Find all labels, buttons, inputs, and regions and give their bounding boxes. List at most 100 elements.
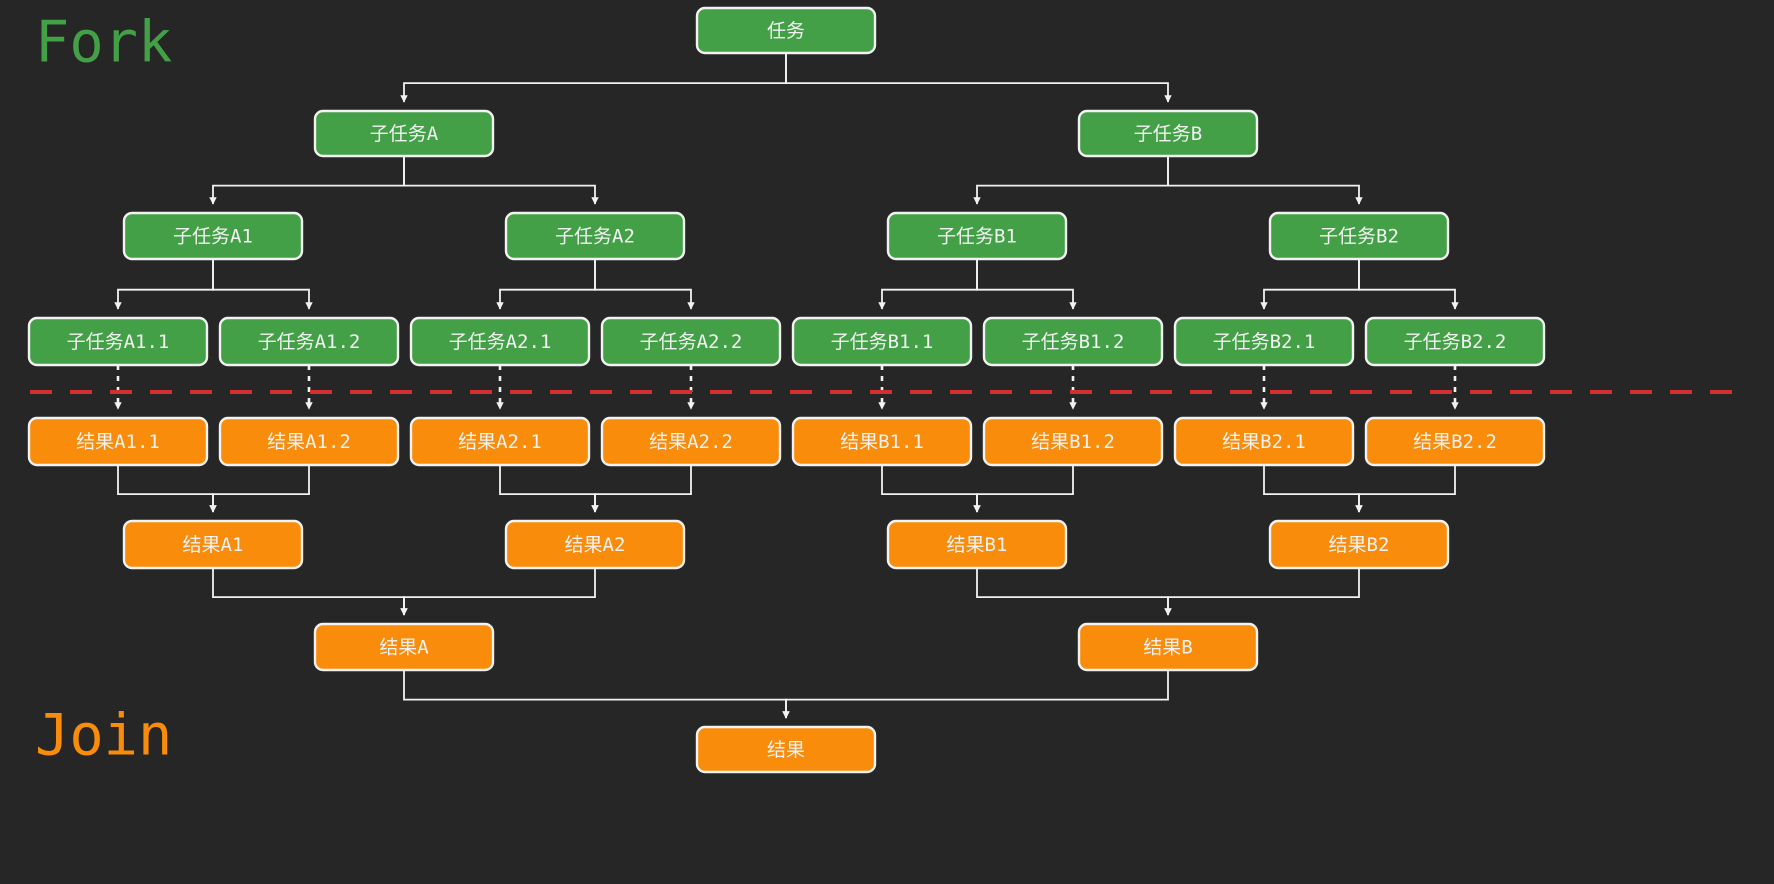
node-taskB2[interactable]: 子任务B2 bbox=[1268, 211, 1450, 261]
node-box bbox=[695, 6, 877, 55]
node-label: 结果B2 bbox=[1329, 534, 1390, 556]
node-box bbox=[1364, 316, 1546, 367]
node-resB22[interactable]: 结果B2.2 bbox=[1364, 416, 1546, 467]
node-box bbox=[1077, 109, 1259, 158]
node-label: 子任务A1.1 bbox=[67, 331, 170, 353]
node-box bbox=[27, 316, 209, 367]
edge-resA1-to-resA bbox=[212, 568, 408, 616]
node-resA11[interactable]: 结果A1.1 bbox=[27, 416, 209, 467]
node-box bbox=[218, 316, 400, 367]
edge-taskB2-to-taskB22 bbox=[1358, 259, 1459, 310]
node-box bbox=[982, 316, 1164, 367]
node-box bbox=[409, 416, 591, 467]
node-root[interactable]: 任务 bbox=[695, 6, 877, 55]
node-box bbox=[695, 725, 877, 774]
node-box bbox=[1268, 211, 1450, 261]
edge-resB-to-resRoot bbox=[782, 670, 1169, 719]
edge-root-to-taskA bbox=[400, 53, 787, 103]
node-box bbox=[600, 316, 782, 367]
node-resA22[interactable]: 结果A2.2 bbox=[600, 416, 782, 467]
node-label: 结果A2 bbox=[565, 534, 626, 556]
node-label: 结果A bbox=[379, 637, 429, 659]
node-box bbox=[27, 416, 209, 467]
node-taskA2[interactable]: 子任务A2 bbox=[504, 211, 686, 261]
edge-taskB-to-taskB2 bbox=[1167, 156, 1363, 205]
node-label: 结果A1 bbox=[183, 534, 244, 556]
node-label: 子任务B1.1 bbox=[831, 331, 934, 353]
node-taskA12[interactable]: 子任务A1.2 bbox=[218, 316, 400, 367]
node-label: 子任务B2.2 bbox=[1404, 331, 1507, 353]
node-taskB[interactable]: 子任务B bbox=[1077, 109, 1259, 158]
node-label: 子任务B1.2 bbox=[1022, 331, 1125, 353]
node-label: 子任务B1 bbox=[937, 226, 1017, 248]
node-taskA1[interactable]: 子任务A1 bbox=[122, 211, 304, 261]
edge-resB12-to-resB1 bbox=[973, 465, 1074, 513]
node-label: 结果B bbox=[1143, 637, 1192, 659]
node-taskB11[interactable]: 子任务B1.1 bbox=[791, 316, 973, 367]
node-label: 任务 bbox=[767, 20, 805, 42]
node-label: 子任务A1.2 bbox=[258, 331, 361, 353]
node-label: 子任务A1 bbox=[173, 226, 253, 248]
edge-layer bbox=[114, 53, 1459, 719]
edge-taskB1-to-taskB11 bbox=[878, 259, 978, 310]
node-resA1[interactable]: 结果A1 bbox=[122, 519, 304, 570]
node-box bbox=[504, 211, 686, 261]
node-label: 结果 bbox=[767, 739, 805, 761]
node-box bbox=[791, 416, 973, 467]
node-taskA[interactable]: 子任务A bbox=[313, 109, 495, 158]
node-resA12[interactable]: 结果A1.2 bbox=[218, 416, 400, 467]
edge-taskB-to-taskB1 bbox=[973, 156, 1169, 205]
node-taskA22[interactable]: 子任务A2.2 bbox=[600, 316, 782, 367]
edge-resA21-to-resA2 bbox=[499, 465, 599, 513]
node-resRoot[interactable]: 结果 bbox=[695, 725, 877, 774]
edge-taskB2-to-taskB21 bbox=[1260, 259, 1360, 310]
node-resB[interactable]: 结果B bbox=[1077, 622, 1259, 672]
edge-taskB1-to-taskB12 bbox=[976, 259, 1077, 310]
node-taskB1[interactable]: 子任务B1 bbox=[886, 211, 1068, 261]
node-label: 子任务A2.2 bbox=[640, 331, 743, 353]
node-box bbox=[1077, 622, 1259, 672]
node-box bbox=[1173, 416, 1355, 467]
node-label: 子任务B bbox=[1134, 123, 1202, 145]
node-box bbox=[1173, 316, 1355, 367]
node-label: 结果B2.1 bbox=[1222, 431, 1306, 453]
edge-resB2-to-resB bbox=[1164, 568, 1360, 616]
edge-resB21-to-resB2 bbox=[1263, 465, 1363, 513]
edge-taskA-to-taskA1 bbox=[209, 156, 405, 205]
node-taskA11[interactable]: 子任务A1.1 bbox=[27, 316, 209, 367]
node-box bbox=[600, 416, 782, 467]
node-label: 结果A1.2 bbox=[267, 431, 351, 453]
node-label: 结果A1.1 bbox=[76, 431, 160, 453]
node-box bbox=[1268, 519, 1450, 570]
node-box bbox=[886, 211, 1068, 261]
node-label: 子任务A2 bbox=[555, 226, 635, 248]
node-box bbox=[982, 416, 1164, 467]
edge-resB11-to-resB1 bbox=[881, 465, 981, 513]
edge-resA-to-resRoot bbox=[403, 670, 790, 719]
node-label: 结果A2.2 bbox=[649, 431, 733, 453]
edge-taskA1-to-taskA11 bbox=[114, 259, 214, 310]
node-box bbox=[313, 622, 495, 672]
node-resA21[interactable]: 结果A2.1 bbox=[409, 416, 591, 467]
edge-resB1-to-resB bbox=[976, 568, 1172, 616]
node-taskB22[interactable]: 子任务B2.2 bbox=[1364, 316, 1546, 367]
node-taskA21[interactable]: 子任务A2.1 bbox=[409, 316, 591, 367]
node-resB1[interactable]: 结果B1 bbox=[886, 519, 1068, 570]
node-resB11[interactable]: 结果B1.1 bbox=[791, 416, 973, 467]
node-resB2[interactable]: 结果B2 bbox=[1268, 519, 1450, 570]
node-resA[interactable]: 结果A bbox=[313, 622, 495, 672]
edge-taskA2-to-taskA22 bbox=[594, 259, 695, 310]
node-resA2[interactable]: 结果A2 bbox=[504, 519, 686, 570]
node-resB21[interactable]: 结果B2.1 bbox=[1173, 416, 1355, 467]
node-box bbox=[504, 519, 686, 570]
node-resB12[interactable]: 结果B1.2 bbox=[982, 416, 1164, 467]
edge-root-to-taskB bbox=[785, 53, 1172, 103]
node-taskB21[interactable]: 子任务B2.1 bbox=[1173, 316, 1355, 367]
node-box bbox=[122, 519, 304, 570]
fork-phase-label: Fork bbox=[35, 10, 172, 76]
node-taskB12[interactable]: 子任务B1.2 bbox=[982, 316, 1164, 367]
node-box bbox=[1364, 416, 1546, 467]
phase-label-layer: Fork Join bbox=[35, 10, 172, 769]
